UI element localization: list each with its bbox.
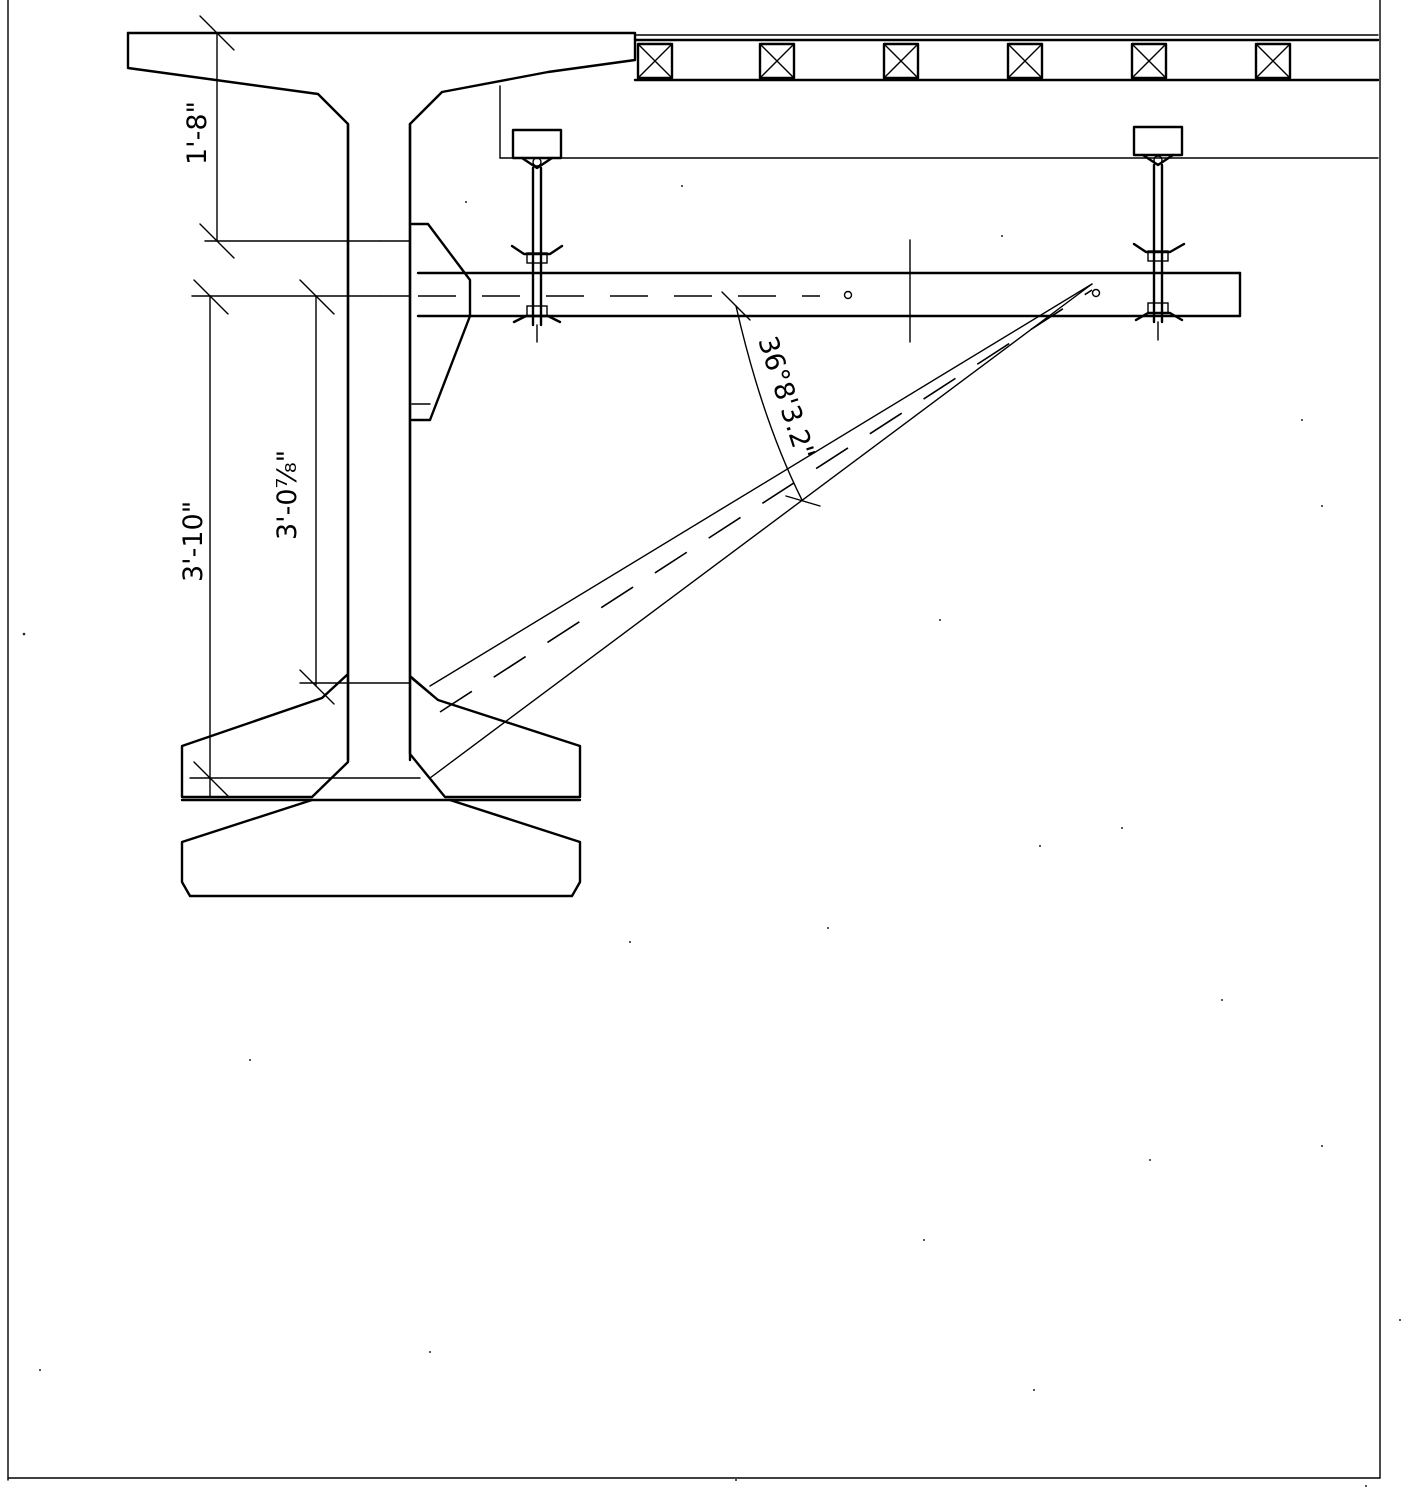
cross-block-1 [636,42,674,80]
cross-block-4 [1006,42,1044,80]
scan-specks [22,185,1401,1487]
reference-lines [189,240,421,779]
cross-block-5 [1130,42,1168,80]
dimension-flange-depth [199,15,235,259]
cross-block-3 [882,42,920,80]
web-bearing-plate [410,222,472,422]
overall-depth-label: 3'-10" [178,501,209,582]
cross-block-2 [758,42,796,80]
flange-depth-label: 1'-8" [182,101,213,165]
dimension-bracket-depth [299,279,335,705]
dimension-overall-depth [193,279,229,797]
cross-block-6 [1254,42,1292,80]
hanger-left [510,128,564,343]
hanger-right [1132,125,1186,341]
girder-section [126,31,637,802]
bracket-beam [416,239,1242,343]
lower-girder-flange [180,798,582,898]
deck-formwork [499,34,1380,159]
dimension-brace-angle [721,291,821,507]
bracket-depth-label: 3'-0⁷⁄₈" [272,450,303,540]
sheet-border [7,0,1381,1481]
diagonal-strut [418,283,1093,779]
